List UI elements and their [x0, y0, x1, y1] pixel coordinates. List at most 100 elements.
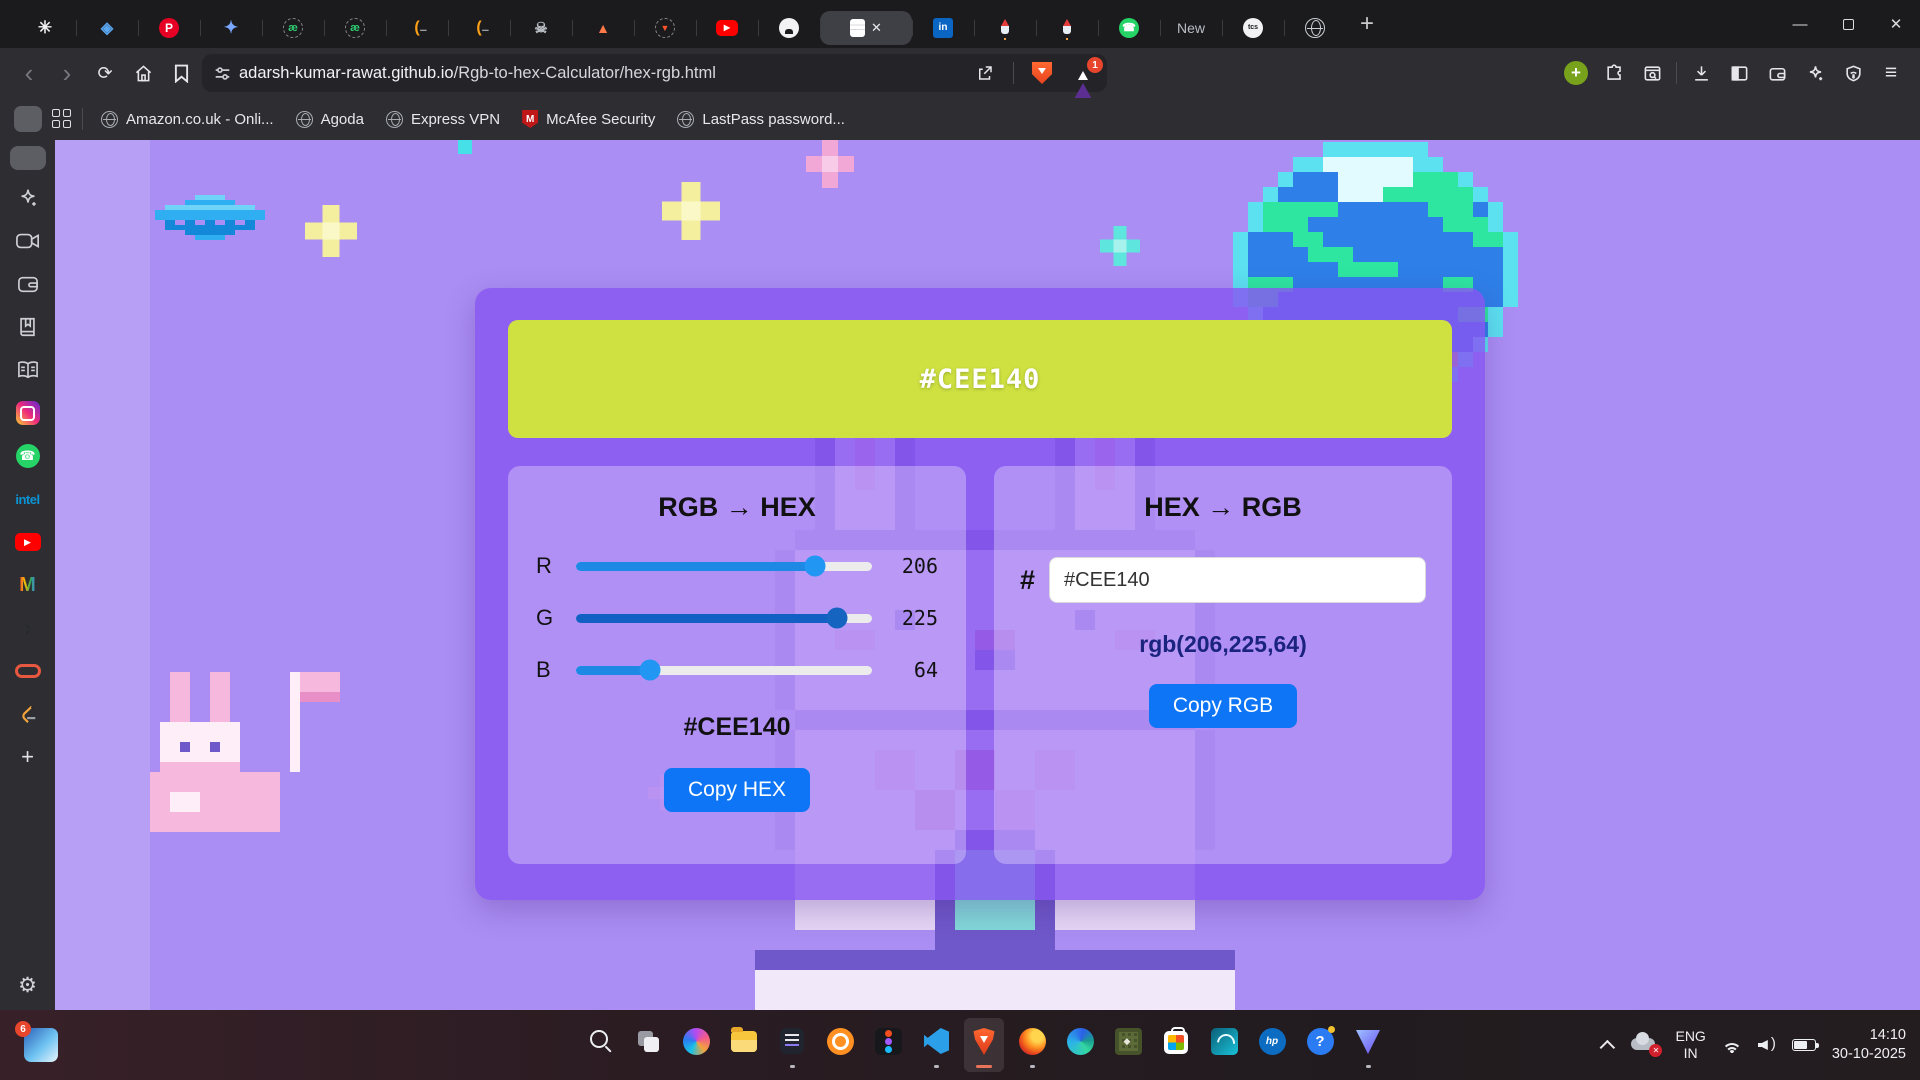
wifi-icon[interactable]: [1721, 1037, 1742, 1053]
brave-rewards-button[interactable]: 1: [1067, 56, 1103, 101]
tab[interactable]: [1098, 11, 1160, 45]
sidebar-item-plus[interactable]: [9, 742, 47, 772]
taskbar-copilot[interactable]: [676, 1018, 716, 1072]
red-slider[interactable]: [576, 555, 872, 577]
sidebar-item-leetcode[interactable]: [9, 699, 47, 729]
reload-button[interactable]: ⟳: [97, 62, 113, 83]
hex-input[interactable]: [1049, 557, 1426, 603]
close-tab-icon[interactable]: ✕: [871, 19, 882, 35]
tab[interactable]: [974, 11, 1036, 45]
taskbar-teal-wave[interactable]: [1204, 1018, 1244, 1072]
weather-widget[interactable]: 6: [15, 1021, 58, 1062]
bookmark-item[interactable]: LastPass password...: [669, 107, 853, 132]
clock[interactable]: 14:10 30-10-2025: [1832, 1026, 1906, 1064]
tab[interactable]: [262, 11, 324, 45]
tab[interactable]: [696, 11, 758, 45]
apps-grid-icon[interactable]: [52, 109, 72, 129]
taskbar-get-help[interactable]: [1300, 1018, 1340, 1072]
taskbar-green-grid[interactable]: [1108, 1018, 1148, 1072]
tab[interactable]: [76, 11, 138, 45]
sidebar-item-whatsapp[interactable]: [9, 441, 47, 471]
url-text[interactable]: adarsh-kumar-rawat.github.io/Rgb-to-hex-…: [239, 64, 716, 83]
taskbar-explorer[interactable]: [724, 1018, 764, 1072]
taskbar-vscode[interactable]: [916, 1018, 956, 1072]
onedrive-icon[interactable]: ✕: [1631, 1032, 1663, 1057]
sidebar-item-oracle[interactable]: [9, 656, 47, 686]
tab[interactable]: [510, 11, 572, 45]
taskbar-ms-store[interactable]: [1156, 1018, 1196, 1072]
volume-icon[interactable]: [1758, 1035, 1776, 1052]
sidebar-panel-button[interactable]: [1722, 56, 1756, 90]
bookmark-item[interactable]: McAfee Security: [514, 106, 663, 132]
taskbar-task-view[interactable]: [628, 1018, 668, 1072]
sidebar-item-wallet[interactable]: [9, 269, 47, 299]
taskbar-firefox[interactable]: [1012, 1018, 1052, 1072]
green-slider[interactable]: [576, 607, 872, 629]
leo-ai-button[interactable]: [1798, 56, 1832, 90]
bookmark-placeholder-tile[interactable]: [14, 106, 42, 132]
tab[interactable]: [1222, 11, 1284, 45]
bookmark-item[interactable]: Express VPN: [378, 107, 508, 132]
taskbar-edge[interactable]: [1060, 1018, 1100, 1072]
bookmark-page-button[interactable]: [164, 56, 198, 90]
tab[interactable]: [200, 11, 262, 45]
sidebar-item-gear[interactable]: [9, 970, 47, 1000]
forward-button[interactable]: ›: [62, 57, 72, 88]
sidebar-item-brave-talk-camera[interactable]: [9, 226, 47, 256]
sidebar-handle[interactable]: [9, 146, 46, 170]
taskbar-search[interactable]: [580, 1018, 620, 1072]
sidebar-item-doodle[interactable]: [9, 613, 47, 643]
new-tab-button[interactable]: +: [1360, 10, 1375, 37]
tab[interactable]: [14, 11, 76, 45]
search-page-button[interactable]: [1635, 56, 1669, 90]
wallet-button[interactable]: [1760, 56, 1794, 90]
taskbar-notepad[interactable]: [772, 1018, 812, 1072]
back-button[interactable]: ‹: [24, 57, 34, 88]
taskbar-start[interactable]: [532, 1018, 572, 1072]
tab-active[interactable]: ✕: [820, 10, 912, 45]
add-button-green[interactable]: +: [1559, 56, 1593, 90]
tab[interactable]: [634, 11, 696, 45]
bookmark-item[interactable]: Amazon.co.uk - Onli...: [93, 107, 282, 132]
tab[interactable]: [1036, 11, 1098, 45]
tray-chevron-icon[interactable]: [1600, 1039, 1616, 1055]
taskbar-hp[interactable]: [1252, 1018, 1292, 1072]
battery-icon[interactable]: [1791, 1039, 1819, 1051]
tab[interactable]: [386, 11, 448, 45]
maximize-button[interactable]: [1824, 0, 1872, 48]
sidebar-item-youtube[interactable]: [9, 527, 47, 557]
sidebar-item-playlist-book[interactable]: [9, 312, 47, 342]
tab[interactable]: [1284, 11, 1346, 45]
downloads-button[interactable]: [1684, 56, 1718, 90]
brave-shields-button[interactable]: [1025, 56, 1059, 90]
red-slider-thumb[interactable]: [804, 555, 826, 577]
minimize-button[interactable]: —: [1792, 15, 1808, 33]
language-switcher[interactable]: ENG IN: [1675, 1028, 1705, 1063]
tab[interactable]: New: [1160, 11, 1222, 45]
address-bar[interactable]: adarsh-kumar-rawat.github.io/Rgb-to-hex-…: [202, 54, 1107, 101]
tab[interactable]: [448, 11, 510, 45]
blue-slider-thumb[interactable]: [639, 659, 661, 681]
tab[interactable]: [324, 11, 386, 45]
tab[interactable]: [758, 11, 820, 45]
home-button[interactable]: [126, 56, 160, 90]
site-settings-icon[interactable]: [214, 65, 231, 82]
copy-hex-button[interactable]: Copy HEX: [663, 768, 811, 812]
sidebar-item-leo-sparkle[interactable]: [9, 183, 47, 213]
share-button[interactable]: [968, 56, 1002, 90]
green-slider-thumb[interactable]: [826, 607, 848, 629]
extensions-button[interactable]: [1597, 56, 1631, 90]
sidebar-item-gmail[interactable]: [9, 570, 47, 600]
sidebar-item-news-reader[interactable]: [9, 355, 47, 385]
taskbar-triangle-logo[interactable]: [1348, 1018, 1388, 1072]
sidebar-item-intel[interactable]: intel: [9, 484, 47, 514]
vpn-button[interactable]: [1836, 56, 1870, 90]
bookmark-item[interactable]: Agoda: [288, 107, 372, 132]
taskbar-figma[interactable]: [868, 1018, 908, 1072]
sidebar-item-instagram[interactable]: [9, 398, 47, 428]
tab[interactable]: [572, 11, 634, 45]
menu-button[interactable]: ≡: [1884, 61, 1898, 84]
taskbar-blender[interactable]: [820, 1018, 860, 1072]
copy-rgb-button[interactable]: Copy RGB: [1148, 684, 1298, 728]
blue-slider[interactable]: [576, 659, 872, 681]
